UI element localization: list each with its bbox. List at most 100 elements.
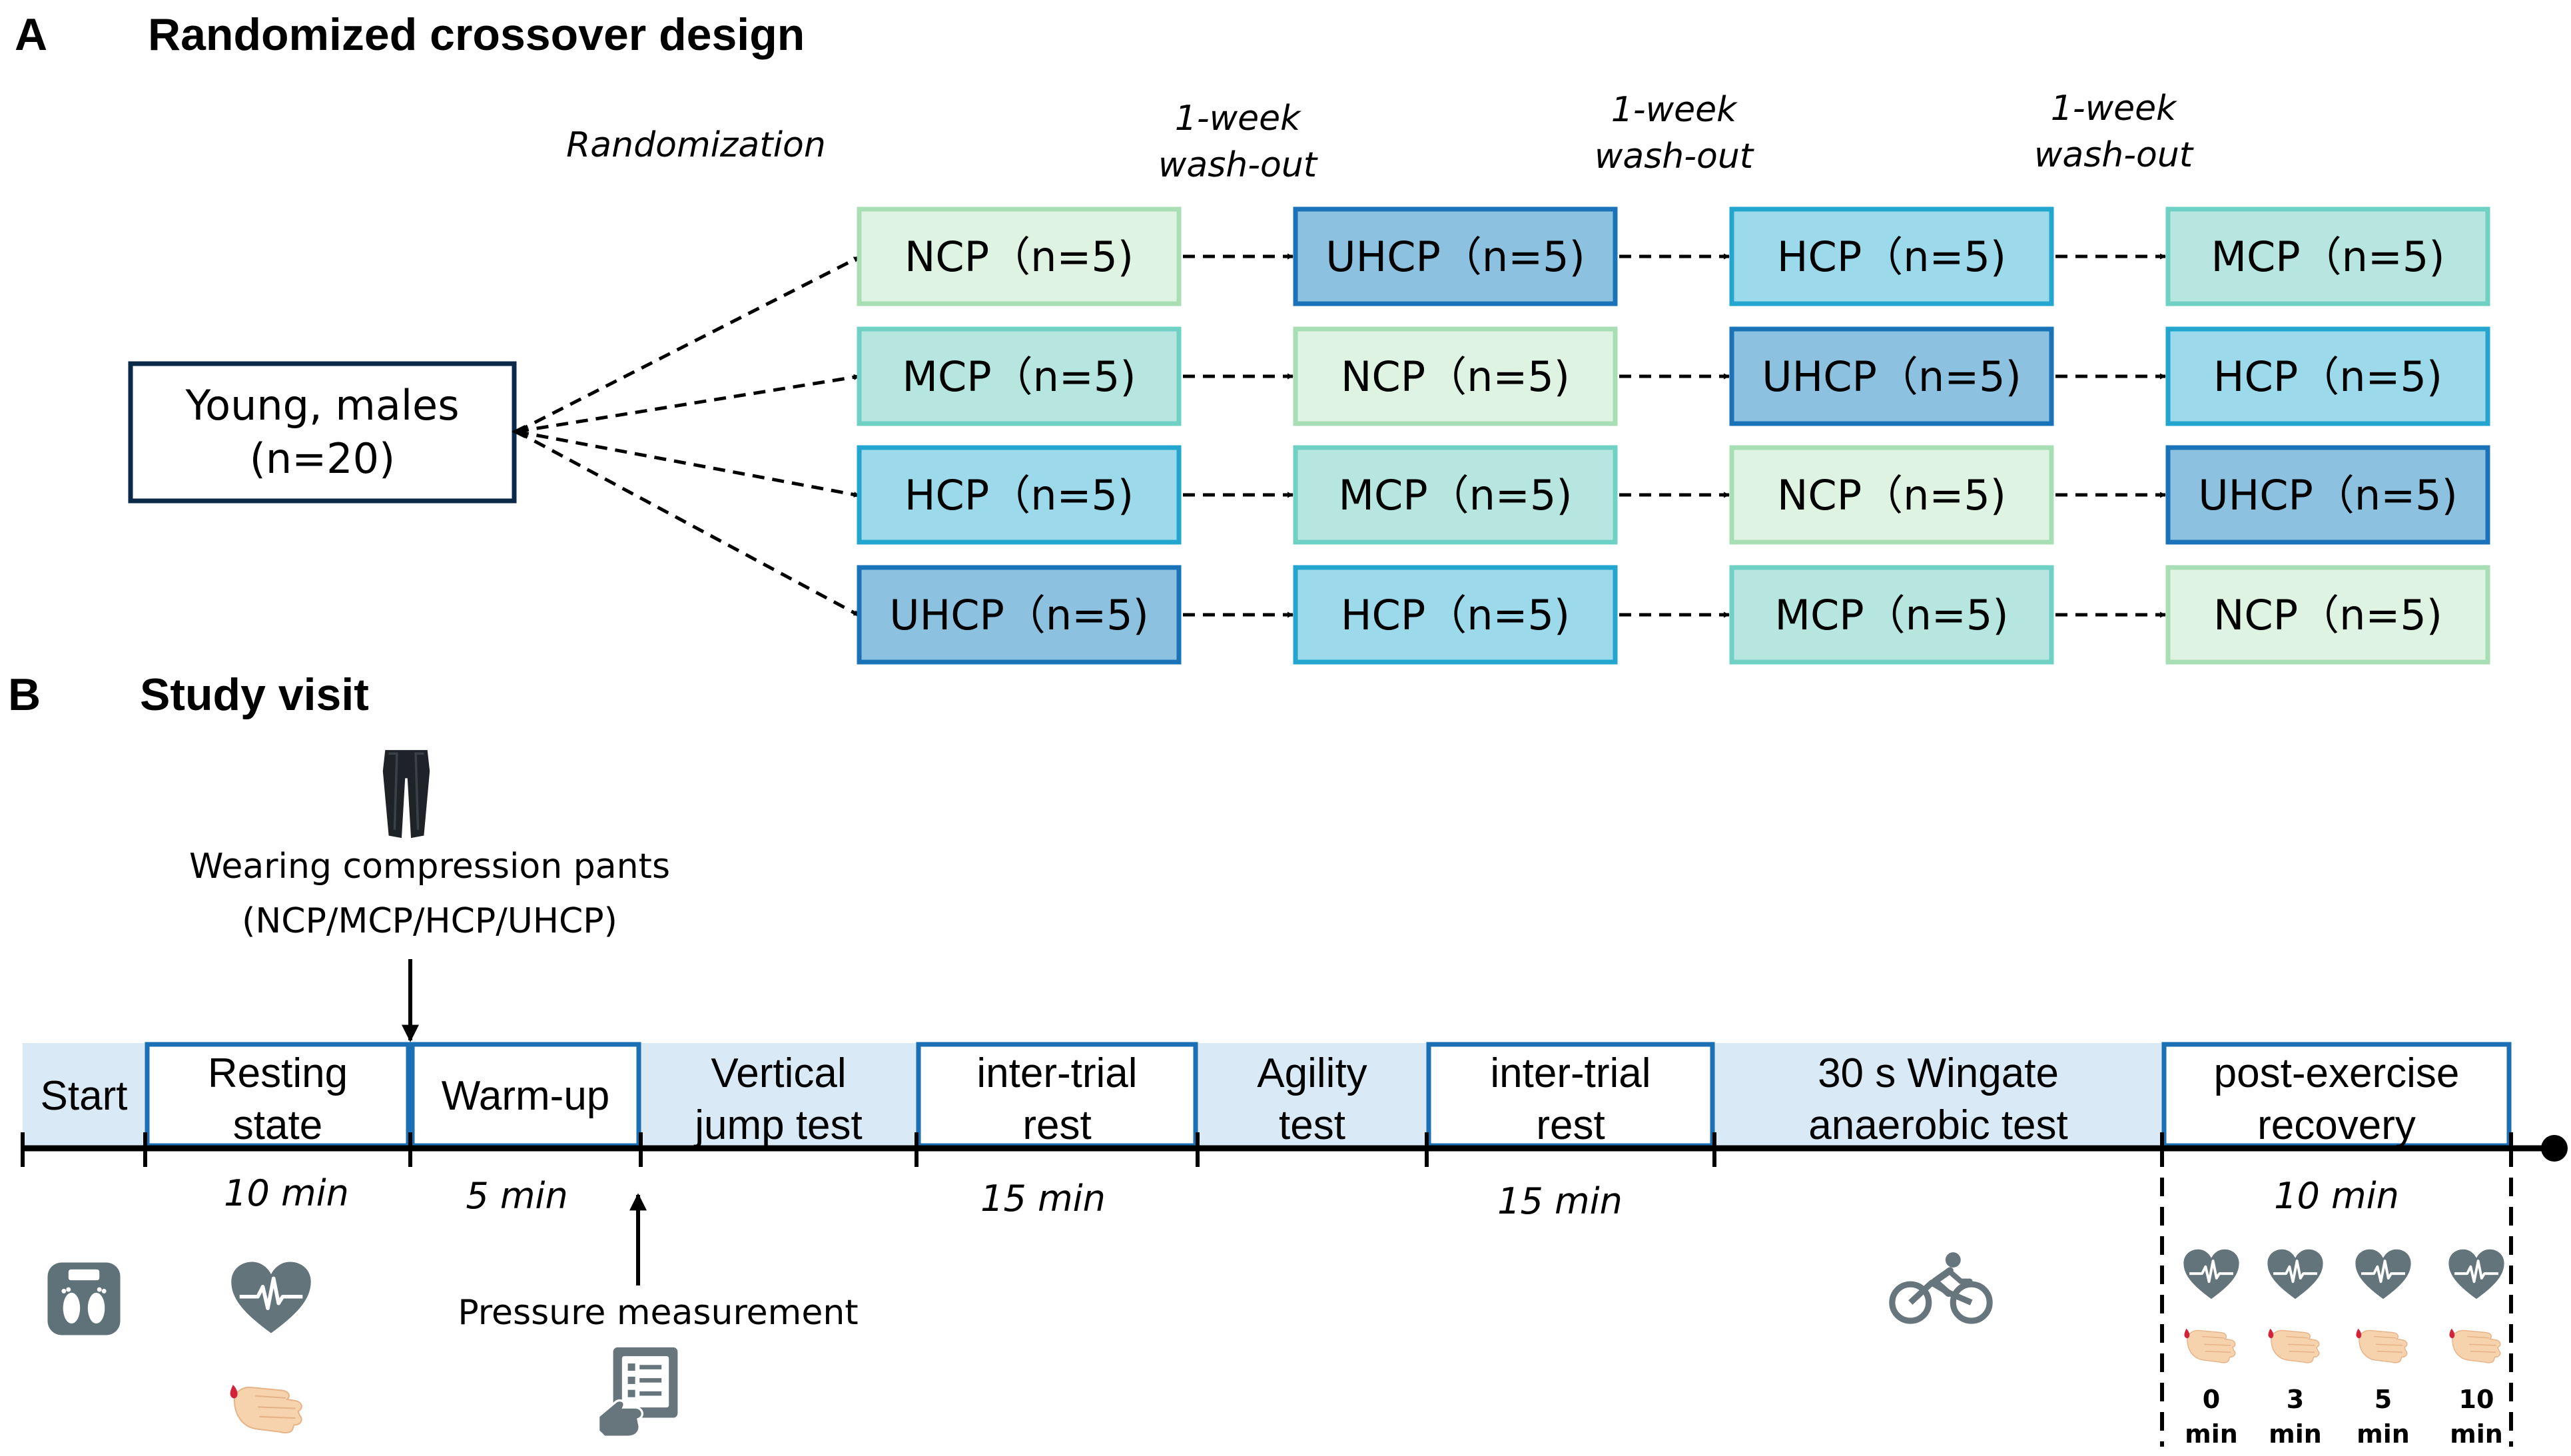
fan-origin-arrowhead — [512, 425, 525, 438]
condition-label: HCP（n=5) — [1341, 591, 1570, 639]
recovery-time-value: 10 — [2459, 1385, 2494, 1414]
randomization-arrow-1 — [516, 255, 861, 434]
phase-duration: 10 min — [2274, 1175, 2399, 1217]
condition-label: HCP（n=5) — [905, 471, 1134, 520]
condition-label: NCP（n=5) — [1777, 471, 2006, 520]
recovery-time-value: 5 — [2375, 1385, 2392, 1414]
washout-line2: wash-out — [1595, 137, 1754, 177]
source-box: Young, males (n=20) — [128, 361, 517, 504]
panel-a-letter: A — [15, 9, 47, 60]
washout-line1: 1-week — [1611, 90, 1738, 130]
panel-b-letter: B — [8, 669, 41, 720]
pants-caption-line2: (NCP/MCP/HCP/UHCP) — [242, 901, 617, 941]
phase-line1: post-exercise — [2214, 1050, 2460, 1096]
randomization-arrow-2 — [516, 374, 860, 434]
condition-label: UHCP（n=5) — [1762, 352, 2021, 401]
phase-line1: Agility — [1257, 1050, 1367, 1096]
condition-box: MCP（n=5) — [1293, 445, 1618, 545]
washout-line1: 1-week — [2051, 89, 2177, 129]
phase-line2: jump test — [693, 1102, 863, 1148]
recovery-time-unit: min — [2185, 1419, 2238, 1449]
washout-line2: wash-out — [1158, 145, 1318, 185]
finger-prick-icon — [2355, 1327, 2408, 1363]
condition-label: UHCP（n=5) — [889, 591, 1149, 639]
heart-rate-icon — [2354, 1248, 2412, 1300]
washout-line1: 1-week — [1175, 99, 1301, 139]
recovery-time-value: 0 — [2203, 1385, 2220, 1414]
randomization-arrows — [516, 255, 861, 617]
condition-label: NCP（n=5) — [2213, 591, 2442, 639]
condition-box: UHCP（n=5) — [1293, 206, 1618, 306]
panel-b-title: Study visit — [140, 669, 369, 720]
condition-box: HCP（n=5) — [857, 445, 1182, 545]
heart-rate-icon — [231, 1262, 310, 1333]
source-box-line1: Young, males — [185, 381, 460, 430]
compression-pants-icon — [381, 749, 432, 839]
condition-box: MCP（n=5) — [2165, 206, 2490, 306]
recovery-timepoint: 3 min — [2266, 1248, 2325, 1449]
condition-box: HCP（n=5) — [2165, 326, 2490, 426]
phase-line2: rest — [1022, 1102, 1091, 1148]
washout-label-3: 1-week wash-out — [2034, 89, 2194, 175]
recovery-time-unit: min — [2450, 1419, 2503, 1449]
phase-line1: inter-trial — [976, 1050, 1137, 1096]
condition-label: MCP（n=5) — [2211, 232, 2444, 281]
timeline-phase: 30 s Wingate anaerobic test — [1808, 1050, 2067, 1148]
recovery-timepoint: 10 min — [2447, 1248, 2506, 1449]
sequence-grid: NCP（n=5) UHCP（n=5) HCP（n=5) MCP（n=5) MCP（n=5… — [857, 206, 2490, 665]
condition-label: NCP（n=5) — [905, 232, 1134, 281]
condition-box: UHCP（n=5) — [2165, 445, 2490, 545]
phase-duration: 15 min — [1497, 1180, 1623, 1222]
pressure-device-icon — [597, 1346, 679, 1438]
condition-box: UHCP（n=5) — [1729, 326, 2054, 426]
phase-duration: 5 min — [466, 1175, 567, 1217]
timeline-phase: Warm-up — [410, 1042, 641, 1148]
washout-label-1: 1-week wash-out — [1158, 99, 1318, 185]
phase-duration: 10 min — [224, 1172, 349, 1214]
phase-line1: inter-trial — [1490, 1050, 1651, 1096]
timeline-phase: Start — [41, 1073, 128, 1119]
condition-box: MCP（n=5) — [1729, 565, 2054, 665]
source-box-line2: (n=20) — [250, 434, 396, 483]
scale-icon — [47, 1262, 121, 1335]
phase-line2: anaerobic test — [1808, 1102, 2067, 1148]
randomization-arrow-4 — [516, 430, 861, 617]
phase-durations: 10 min 5 min 15 min 15 min 10 min — [224, 1172, 2399, 1222]
washout-label-2: 1-week wash-out — [1595, 90, 1754, 177]
condition-box: MCP（n=5) — [857, 326, 1182, 426]
finger-prick-icon — [229, 1384, 302, 1434]
recovery-time-value: 3 — [2287, 1385, 2304, 1414]
condition-label: HCP（n=5) — [1777, 232, 2006, 281]
timeline-phase: Vertical jump test — [693, 1050, 863, 1148]
finger-prick-icon — [2267, 1327, 2320, 1363]
finger-prick-icon — [2448, 1327, 2501, 1363]
condition-label: NCP（n=5) — [1341, 352, 1570, 401]
timeline-phase: inter-trial rest — [916, 1042, 1198, 1148]
condition-label: UHCP（n=5) — [2198, 471, 2458, 520]
phase-line1: Vertical — [711, 1050, 846, 1096]
randomization-label: Randomization — [566, 125, 826, 165]
condition-label: MCP（n=5) — [1774, 591, 2008, 639]
phase-duration: 15 min — [980, 1178, 1106, 1220]
condition-label: MCP（n=5) — [902, 352, 1136, 401]
phase-line1: Resting — [208, 1050, 348, 1096]
phase-line1: 30 s Wingate — [1818, 1050, 2059, 1096]
washout-line2: wash-out — [2034, 135, 2194, 175]
phase-line1: Start — [41, 1073, 128, 1119]
condition-label: HCP（n=5) — [2213, 352, 2442, 401]
heart-rate-icon — [2182, 1248, 2241, 1300]
condition-box: HCP（n=5) — [1293, 565, 1618, 665]
condition-box: NCP（n=5) — [1729, 445, 2054, 545]
finger-prick-icon — [2183, 1327, 2236, 1363]
recovery-time-unit: min — [2269, 1419, 2322, 1449]
panel-a-title: Randomized crossover design — [148, 9, 805, 60]
randomization-arrow-3 — [516, 430, 860, 498]
condition-box: NCP（n=5) — [2165, 565, 2490, 665]
pressure-label: Pressure measurement — [458, 1293, 858, 1333]
